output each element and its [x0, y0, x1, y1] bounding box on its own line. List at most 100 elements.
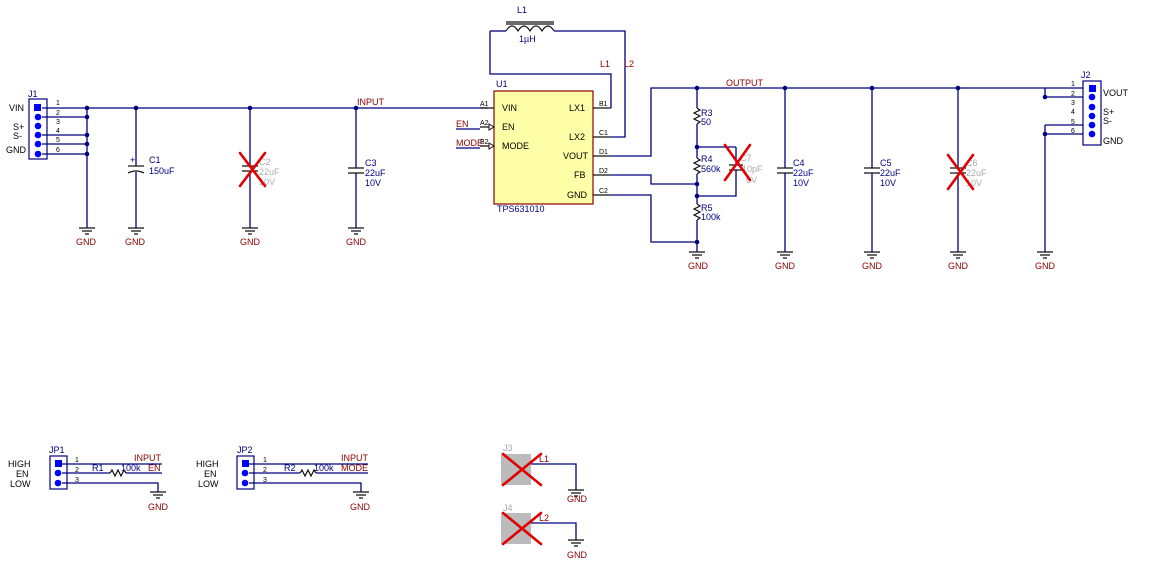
jp2-label-en: EN	[204, 469, 217, 479]
j2-pin-num-3: 3	[1071, 100, 1075, 107]
c7-value: 10pF	[742, 164, 763, 174]
c5-designator: C5	[880, 158, 892, 168]
j2-pin-num-6: 6	[1071, 128, 1075, 135]
u1-pin-num-c1: C1	[599, 130, 608, 137]
c4-voltage: 10V	[793, 178, 809, 188]
output-wires	[611, 85, 1045, 243]
resistor-r3[interactable]: R3 50	[692, 88, 713, 150]
c5-value: 22uF	[880, 168, 901, 178]
u1-pin-lx2: LX2	[569, 132, 585, 142]
u1-body	[493, 90, 594, 205]
j2-label-vout: VOUT	[1103, 88, 1129, 98]
ground-symbol: GND	[148, 491, 169, 512]
ic-u1-tps631010[interactable]: U1 TPS631010 A1 A2 B2 VIN EN MODE B1 C1 …	[480, 79, 611, 214]
net-label-en: EN	[148, 463, 161, 473]
j2-pin-num-5: 5	[1071, 119, 1075, 126]
ground-symbol: GND	[1035, 251, 1056, 271]
ground-symbol: GND	[688, 251, 709, 271]
capacitor-c4[interactable]: C4 22uF 10V	[777, 88, 814, 252]
j1-label-sense-minus: S-	[13, 131, 22, 141]
j1-label-vin: VIN	[9, 103, 24, 113]
resistor-r5[interactable]: R5 100k	[692, 184, 721, 252]
capacitor-c7-dnp[interactable]: C7 10pF 6V	[723, 143, 763, 186]
jp1-pin-num-2: 2	[75, 467, 79, 474]
jumper-jp2[interactable]: JP2 HIGH EN LOW 1 2 3 R2 100k INPUT MODE	[196, 445, 369, 492]
gnd-label: GND	[350, 502, 371, 512]
j2-label-gnd: GND	[1103, 136, 1124, 146]
dnp-cross-icon	[501, 511, 543, 546]
j2-pin-2	[1088, 93, 1096, 101]
u1-pin-gnd: GND	[567, 190, 588, 200]
j1-designator: J1	[28, 89, 38, 99]
connector-j1[interactable]: J1 1 2 3 4 5 6 VIN S+ S- GND	[6, 89, 60, 160]
inductor-l1[interactable]: L1 1µH	[489, 5, 626, 138]
u1-pin-num-a1: A1	[480, 101, 489, 108]
capacitor-c5[interactable]: C5 22uF 10V	[864, 88, 901, 252]
resistor-r4[interactable]: R4 560k	[692, 150, 721, 184]
l1-designator: L1	[517, 5, 527, 15]
jp1-designator: JP1	[49, 445, 65, 455]
c3-designator: C3	[365, 158, 377, 168]
ground-symbol: GND	[948, 251, 969, 271]
ground-symbol: GND	[862, 251, 883, 271]
polarity-plus-icon: +	[130, 155, 135, 165]
ground-symbol: GND	[350, 491, 371, 512]
capacitor-c2-dnp[interactable]: C2 22uF 10V	[238, 108, 280, 228]
u1-pin-num-d1: D1	[599, 149, 608, 156]
j1-pin-num-3: 3	[56, 119, 60, 126]
c1-designator: C1	[149, 155, 161, 165]
capacitor-c3[interactable]: C3 22uF 10V	[348, 108, 386, 228]
c2-designator: C2	[259, 157, 271, 167]
j4-pad	[501, 513, 531, 544]
u1-pin-num-d2: D2	[599, 168, 608, 175]
j2-pin-4	[1088, 112, 1096, 120]
u1-pin-en: EN	[502, 122, 515, 132]
connector-j2[interactable]: J2 1 2 3 4 5 6 VOUT S+ S- GND	[1071, 70, 1129, 146]
jp2-pin-3	[241, 479, 249, 487]
u1-part-number: TPS631010	[497, 204, 545, 214]
u1-pin-num-c2: C2	[599, 188, 608, 195]
net-label-l2: L2	[624, 59, 634, 69]
j2-label-sense-plus: S+	[1103, 107, 1114, 117]
c6-designator: C6	[966, 158, 978, 168]
capacitor-c1[interactable]: + C1 150uF	[127, 108, 175, 228]
j2-pin-3	[1088, 103, 1096, 111]
j3-designator: J3	[503, 443, 513, 453]
u1-pin-num-a2: A2	[480, 120, 489, 127]
jp2-pin-2	[241, 469, 249, 477]
j1-pin-5	[34, 140, 42, 148]
test-point-j4-dnp[interactable]: J4 L2	[501, 503, 577, 546]
net-label-input: INPUT	[134, 453, 162, 463]
r2-designator: R2	[284, 463, 296, 473]
ground-symbol: GND	[125, 227, 146, 247]
jp1-pin-2	[54, 469, 62, 477]
j1-pin-2	[34, 113, 42, 121]
jp1-pin-num-3: 3	[75, 477, 79, 484]
test-point-j3-dnp[interactable]: J3 L1	[501, 443, 577, 490]
junction-dot	[694, 239, 700, 245]
gnd-label: GND	[148, 502, 169, 512]
u1-pin-vout: VOUT	[563, 151, 589, 161]
dnp-cross-icon	[501, 452, 543, 487]
c6-voltage: 10V	[966, 178, 982, 188]
jp2-pin-num-1: 1	[263, 457, 267, 464]
l1-value: 1µH	[519, 34, 536, 44]
capacitor-c6-dnp[interactable]: C6 22uF 10V	[946, 88, 987, 252]
gnd-label: GND	[1035, 261, 1056, 271]
c7-designator: C7	[740, 153, 752, 163]
jp1-label-low: LOW	[10, 479, 31, 489]
j1-pin-1-square	[34, 104, 41, 111]
j2-pin-num-4: 4	[1071, 109, 1075, 116]
net-label-l1: L1	[539, 454, 549, 464]
ground-symbol: GND	[240, 227, 261, 247]
net-label-input: INPUT	[341, 453, 369, 463]
j1-pin-num-1: 1	[56, 100, 60, 107]
c5-voltage: 10V	[880, 178, 896, 188]
c7-voltage: 6V	[746, 175, 757, 185]
net-label-output: OUTPUT	[726, 78, 764, 88]
j2-pin-6	[1088, 130, 1096, 138]
jumper-jp1[interactable]: JP1 HIGH EN LOW 1 2 3 R1 100k INPUT EN	[8, 445, 162, 492]
ground-symbol: GND	[346, 227, 367, 247]
net-label-en: EN	[456, 119, 469, 129]
j4-designator: J4	[503, 503, 513, 513]
